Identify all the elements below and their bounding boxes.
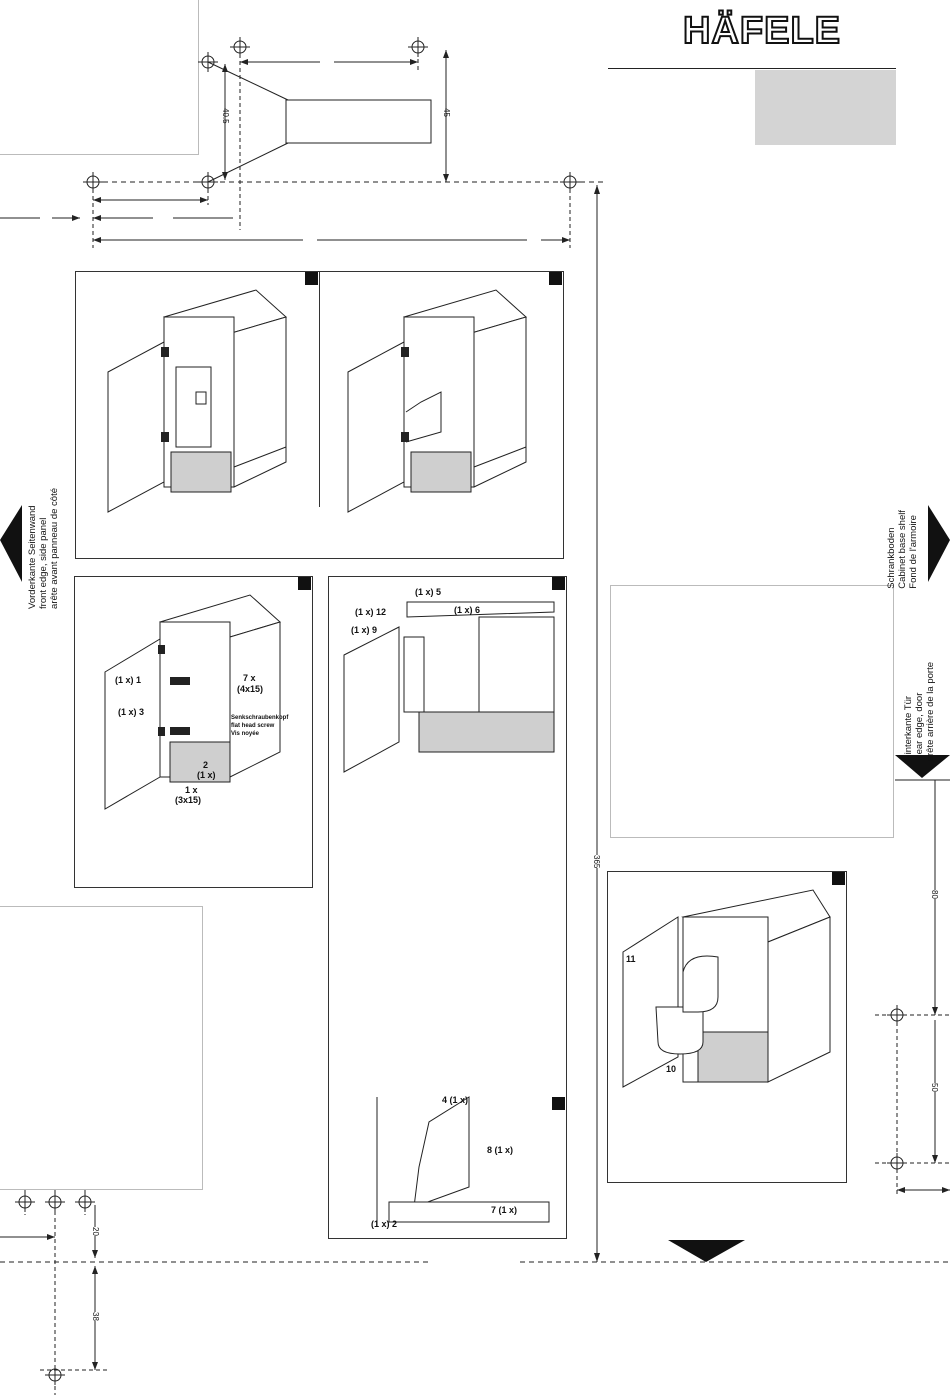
bottom-left-frame <box>0 906 203 1190</box>
hafele-logo: HÄFELE <box>682 10 841 52</box>
part-10-label: 10 <box>666 1064 677 1074</box>
part-3-label: (1 x) 3 <box>118 707 145 717</box>
dim-40-5: 40.5 <box>221 108 230 124</box>
dim-50: 50 <box>930 1083 939 1092</box>
screw-1-size-label: (3x15) <box>175 795 202 805</box>
cabinet-illustration-step-6 <box>622 889 831 1088</box>
step-marker-2 <box>549 272 562 285</box>
part-9-label: (1 x) 9 <box>351 625 378 635</box>
header-rule <box>608 68 896 69</box>
header-gray-box <box>755 70 896 145</box>
dim-38: 38 <box>91 1312 100 1321</box>
step-marker-5 <box>552 1097 565 1110</box>
top-left-frame <box>0 0 199 155</box>
part-12-label: (1 x) 12 <box>355 607 387 617</box>
part-8-label: 8 (1 x) <box>487 1145 514 1155</box>
steps-1-2-panel <box>75 271 564 559</box>
step-marker-6 <box>832 872 845 885</box>
step-marker-1 <box>305 272 318 285</box>
step-marker-3 <box>298 577 311 590</box>
step-6-panel: 11 10 <box>607 871 847 1183</box>
part-2-label: 2 <box>203 760 209 770</box>
dim-80: 80 <box>930 890 939 899</box>
screw-1-label: 1 x <box>185 785 198 795</box>
screws-7-label: 7 x <box>243 673 256 683</box>
part-6-label: (1 x) 6 <box>454 605 481 615</box>
cabinet-illustration-step-4-5 <box>343 601 555 1227</box>
screws-7-size-label: (4x15) <box>237 684 264 694</box>
part-2-bottom-label: (1 x) 2 <box>371 1219 398 1229</box>
cabinet-illustration-step-3 <box>104 594 281 810</box>
part-5-label: (1 x) 5 <box>415 587 442 597</box>
part-2-qty-label: (1 x) <box>197 770 216 780</box>
dim-20: 20 <box>91 1227 100 1236</box>
part-7-label: 7 (1 x) <box>491 1205 518 1215</box>
right-empty-frame <box>610 585 894 838</box>
steps-4-5-panel: (1 x) 5 (1 x) 12 (1 x) 6 (1 x) 9 4 (1 x)… <box>328 576 567 1239</box>
part-11-label: 11 <box>626 954 636 964</box>
panel-divider <box>319 272 320 507</box>
dim-365: 365 <box>592 855 601 869</box>
step-marker-4 <box>552 577 565 590</box>
dim-45: 45 <box>442 108 451 117</box>
part-4-label: 4 (1 x) <box>442 1095 469 1105</box>
part-1-label: (1 x) 1 <box>115 675 142 685</box>
cabinet-illustration-step-1-2 <box>107 289 528 513</box>
step-3-panel: (1 x) 1 (1 x) 3 7 x (4x15) Senkschrauben… <box>74 576 313 888</box>
